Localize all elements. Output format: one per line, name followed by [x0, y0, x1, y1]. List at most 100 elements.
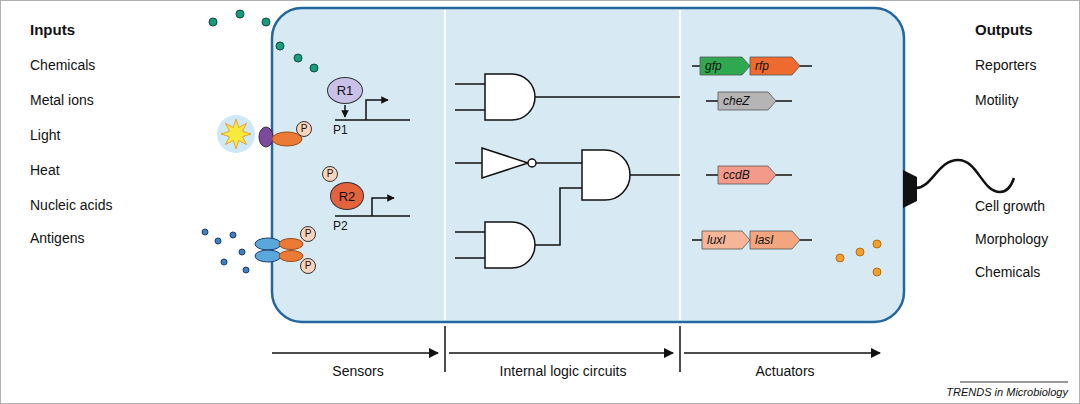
antigen-dot	[215, 238, 221, 244]
antigen-dot	[221, 259, 227, 265]
axis-arrow	[272, 352, 438, 354]
antigen-receptor	[255, 250, 281, 262]
photoreceptor	[259, 127, 273, 147]
promoter-line	[335, 119, 410, 121]
chemical-dot	[236, 10, 244, 18]
chemical-molecules	[209, 10, 318, 72]
transcription-start-arrow	[366, 100, 388, 120]
input-type: Antigens	[30, 231, 84, 246]
output-molecules	[836, 240, 881, 276]
gate-wire	[455, 109, 485, 111]
output-type: Reporters	[975, 58, 1036, 73]
promoter-label: P1	[333, 124, 348, 137]
node-text: P	[305, 229, 312, 239]
output-type: Morphology	[975, 232, 1048, 247]
not-gate	[482, 148, 528, 178]
gene-arrow: lasI	[750, 231, 800, 249]
axis-arrow	[449, 352, 673, 354]
antigen-dot	[243, 267, 249, 273]
input-type: Metal ions	[30, 93, 94, 108]
gene-name: gfp	[705, 60, 722, 72]
node-text: R2	[339, 190, 356, 203]
antigen-dot	[239, 249, 245, 255]
flagellum-hook	[903, 170, 917, 208]
gene-arrow-polygon	[718, 92, 776, 110]
input-type: Nucleic acids	[30, 198, 112, 213]
regulator-protein: R1	[327, 77, 363, 104]
section-divider	[444, 10, 446, 320]
antigen-receptor	[255, 238, 281, 250]
gate-wire	[455, 162, 482, 164]
node-text: R1	[337, 84, 354, 97]
gene-arrow-polygon	[750, 57, 800, 75]
gene-arrow: rfp	[750, 57, 800, 75]
logic-gates	[482, 74, 630, 268]
journal-credit: TRENDS in Microbiology	[946, 386, 1068, 398]
kinase-domain	[279, 239, 303, 250]
not-bubble	[528, 159, 536, 167]
input-type: Heat	[30, 163, 60, 178]
signal-dot	[836, 254, 844, 262]
light-glow	[217, 115, 255, 153]
gene-name: cheZ	[723, 95, 750, 107]
chemical-dot	[294, 54, 302, 62]
gene-arrow: cheZ	[718, 92, 776, 110]
cell-body	[272, 8, 904, 322]
antigen-molecules	[202, 229, 249, 273]
input-type: Chemicals	[30, 58, 95, 73]
axis-tick	[444, 326, 446, 372]
axis-tick	[679, 326, 681, 372]
phosphate-group: P	[322, 166, 338, 182]
node-text: P	[305, 261, 312, 271]
section-divider	[679, 10, 681, 320]
axis-arrow	[684, 352, 880, 354]
gene-name: luxI	[707, 234, 726, 246]
chemical-dot	[209, 18, 217, 26]
gene-arrow-polygon	[700, 57, 750, 75]
chemical-dot	[262, 18, 270, 26]
gate-wire	[536, 162, 582, 164]
gene-name: rfp	[755, 60, 769, 72]
phosphate-group: P	[300, 258, 316, 274]
regulator-protein: R2	[330, 182, 364, 210]
gene-arrow-polygon	[750, 231, 800, 249]
chemical-dot	[310, 64, 318, 72]
and-gate	[485, 74, 535, 120]
binding-arrow	[344, 105, 346, 117]
promoter-label: P2	[333, 220, 348, 233]
gate-wire	[455, 231, 485, 233]
output-type: Motility	[975, 93, 1019, 108]
dna-lines	[692, 66, 812, 240]
gene-name: lasI	[755, 234, 774, 246]
gene-name: ccdB	[723, 169, 750, 181]
node-text: P	[327, 169, 334, 179]
antigen-dot	[202, 229, 208, 235]
antigen-dot	[230, 232, 236, 238]
phosphate-group: P	[296, 121, 312, 137]
signal-dot	[873, 268, 881, 276]
flagellum	[916, 160, 1014, 192]
journal-rule	[960, 382, 1068, 383]
gene-arrow: gfp	[700, 57, 750, 75]
column-heading: Outputs	[975, 22, 1033, 39]
kinase-domain	[279, 251, 303, 262]
node-text: P	[301, 124, 308, 134]
column-heading: Inputs	[30, 22, 75, 39]
gene-arrow: ccdB	[718, 166, 776, 184]
chemical-dot	[276, 42, 284, 50]
gene-arrow-polygon	[702, 231, 750, 249]
and-gate	[485, 222, 535, 268]
input-type: Light	[30, 128, 60, 143]
gate-wire	[535, 188, 582, 245]
stage-label: Internal logic circuits	[500, 364, 627, 379]
transcription-start-arrow	[372, 198, 394, 216]
light-burst	[221, 119, 251, 149]
signal-dot	[873, 240, 881, 248]
and-gate	[582, 150, 630, 200]
gate-wire	[455, 257, 485, 259]
gene-arrow-polygon	[718, 166, 776, 184]
